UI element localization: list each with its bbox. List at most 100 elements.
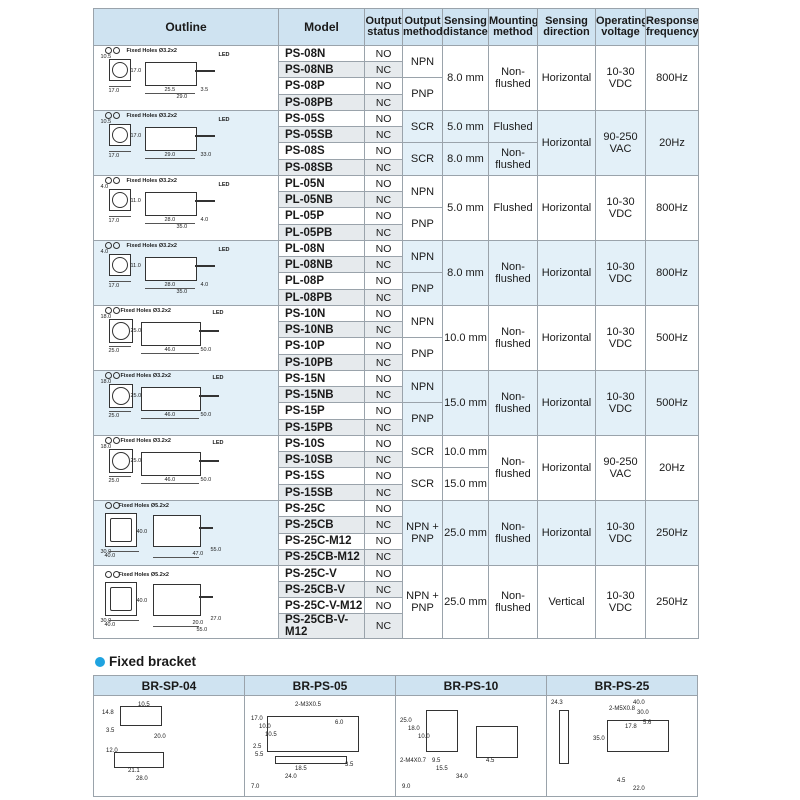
model-name: PS-08NB	[278, 61, 365, 78]
sensing-face-icon	[111, 257, 128, 273]
output-status: NO	[364, 499, 403, 518]
mounting-method: Non- flushed	[488, 500, 538, 566]
dimension-label: 46.0	[164, 477, 176, 483]
sensor-front-view	[108, 254, 131, 276]
dimension-label: 25.0	[400, 718, 412, 724]
fixed-holes-label: Fixed Holes Ø3.2x2	[126, 178, 177, 184]
dimension-label: 17.0	[130, 68, 142, 74]
model-name: PS-25CB	[278, 516, 365, 534]
sensor-side-view	[152, 515, 201, 547]
dimension-line	[108, 216, 131, 217]
dimension-label: 33.0	[200, 152, 212, 158]
model-name: PS-15P	[278, 402, 365, 420]
hole-icon	[112, 372, 120, 379]
output-status: NO	[364, 597, 403, 614]
cable-icon	[198, 330, 219, 332]
output-status: NC	[364, 613, 403, 639]
sensor-front-view	[108, 319, 133, 343]
dimension-line	[108, 551, 139, 552]
header-output-status: Output status	[364, 8, 403, 46]
header-response-frequency: Response frequency	[645, 8, 699, 46]
mounting-method: Flushed	[488, 110, 538, 143]
output-status: NO	[364, 175, 403, 192]
dimension-label: 9.0	[402, 784, 411, 790]
response-frequency: 500Hz	[645, 370, 699, 436]
dimension-label: 3.5	[106, 728, 115, 734]
output-method: NPN + PNP	[402, 565, 443, 639]
model-name: PS-25C-V-M12	[278, 597, 365, 614]
bracket-shape	[120, 706, 162, 726]
dimension-label: 25.0	[130, 328, 142, 334]
model-name: PS-25C	[278, 499, 365, 518]
dimension-label: 18.0	[408, 726, 420, 732]
sensing-direction: Horizontal	[537, 175, 596, 241]
output-method: SCR	[402, 467, 443, 501]
dimension-label: 5.5	[255, 752, 264, 758]
output-status: NC	[364, 191, 403, 208]
dimension-label: 10.5	[138, 702, 150, 708]
output-status: NO	[364, 207, 403, 225]
output-method: PNP	[402, 402, 443, 436]
cable-icon	[194, 70, 215, 72]
header-operating-voltage: Operating voltage	[595, 8, 646, 46]
dimension-label: 4.0	[200, 217, 209, 223]
dimension-label: 30.0	[637, 710, 649, 716]
dimension-label: 2-M4X0.7	[400, 758, 427, 764]
output-method: NPN	[402, 305, 443, 338]
mounting-method: Non- flushed	[488, 565, 538, 639]
sensing-face-icon	[111, 322, 130, 340]
dimension-label: 50.0	[200, 347, 212, 353]
model-name: PL-05NB	[278, 191, 365, 208]
sensor-front-view	[108, 384, 133, 408]
hole-icon	[104, 571, 112, 578]
cable-icon	[198, 460, 219, 462]
fixed-holes-label: Fixed Holes Ø3.2x2	[126, 48, 177, 54]
sensing-distance: 10.0 mm	[442, 305, 489, 371]
model-name: PS-08PB	[278, 94, 365, 111]
output-status: NO	[364, 272, 403, 290]
dimension-line	[108, 281, 131, 282]
dimension-label: 10.0	[259, 724, 271, 730]
dimension-label: 55.0	[210, 547, 222, 553]
hole-icon	[112, 112, 120, 119]
dimension-label: 25.0	[108, 478, 120, 484]
bracket-model: BR-PS-10	[395, 675, 547, 696]
dimension-label: 17.0	[108, 153, 120, 159]
sensor-side-view	[144, 62, 197, 86]
dimension-label: 28.0	[164, 217, 176, 223]
led-label: LED	[218, 247, 230, 253]
fixed-holes-label: Fixed Holes Ø5.2x2	[118, 503, 169, 509]
model-name: PS-10NB	[278, 321, 365, 338]
dimension-label: 4.0	[100, 184, 109, 190]
model-name: PL-08N	[278, 240, 365, 257]
sensor-front-view	[108, 59, 131, 81]
output-status: NO	[364, 532, 403, 550]
dimension-label: 15.5	[436, 766, 448, 772]
model-name: PS-10P	[278, 337, 365, 355]
output-status: NC	[364, 354, 403, 371]
fixed-holes-label: Fixed Holes Ø5.2x2	[118, 572, 169, 578]
model-name: PS-15PB	[278, 419, 365, 436]
output-method: PNP	[402, 272, 443, 306]
output-method: SCR	[402, 435, 443, 468]
model-name: PS-15S	[278, 467, 365, 485]
model-name: PS-10PB	[278, 354, 365, 371]
hole-icon	[104, 437, 112, 444]
fixed-holes-label: Fixed Holes Ø3.2x2	[120, 438, 171, 444]
dimension-label: 28.0	[136, 776, 148, 782]
hole-icon	[112, 307, 120, 314]
hole-icon	[104, 112, 112, 119]
output-status: NO	[364, 467, 403, 485]
output-status: NC	[364, 224, 403, 241]
